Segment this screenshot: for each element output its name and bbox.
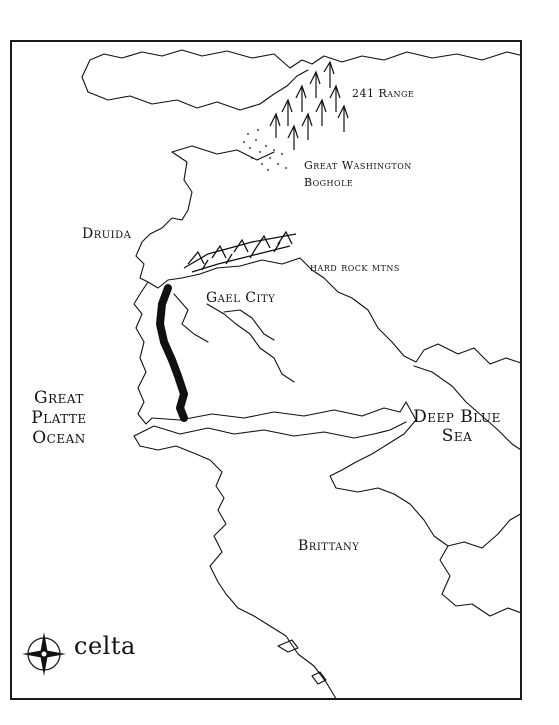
label-hard-rock-mtns: hard rock mtns xyxy=(310,261,400,274)
channel-north-shore xyxy=(151,401,407,421)
east-coast-south xyxy=(439,545,520,617)
label-gael-city: Gael City xyxy=(206,290,276,306)
north-bay-shore xyxy=(81,69,309,111)
compass-rose-icon xyxy=(22,632,66,676)
west-coast-upper xyxy=(135,151,193,283)
tributary-3 xyxy=(223,309,275,341)
tributary-2 xyxy=(206,303,295,383)
west-coast-mid xyxy=(147,257,301,289)
north-coastline xyxy=(81,49,520,78)
sea-east-shore xyxy=(413,365,520,450)
main-river xyxy=(156,284,188,422)
bog-inlet-shore xyxy=(171,145,275,161)
east-coast-north xyxy=(299,257,520,365)
map-canvas xyxy=(22,49,520,698)
channel-south-shore xyxy=(133,421,407,439)
label-great-platte-ocean: Great Platte Ocean xyxy=(31,388,87,448)
boghole-marsh xyxy=(243,129,287,171)
label-deep-blue-sea: Deep Blue Sea xyxy=(413,407,501,446)
label-brittany: Brittany xyxy=(298,538,360,554)
southwest-coast xyxy=(133,435,337,698)
label-great-washington: Great Washington xyxy=(304,159,412,172)
deep-blue-sea-shore xyxy=(329,401,520,549)
label-druida: Druida xyxy=(82,226,132,242)
map-frame: 241 Range Great Washington Boghole Druid… xyxy=(10,40,522,700)
map-title: celta xyxy=(74,632,136,660)
tributary-1 xyxy=(173,293,209,343)
hard-rock-mountains xyxy=(183,230,297,273)
range-241-mountains xyxy=(269,60,349,150)
label-boghole: Boghole xyxy=(304,176,354,189)
islet-1 xyxy=(277,639,299,653)
west-coast-lower xyxy=(133,281,153,425)
islet-2 xyxy=(311,671,327,685)
label-241-range: 241 Range xyxy=(352,87,415,100)
